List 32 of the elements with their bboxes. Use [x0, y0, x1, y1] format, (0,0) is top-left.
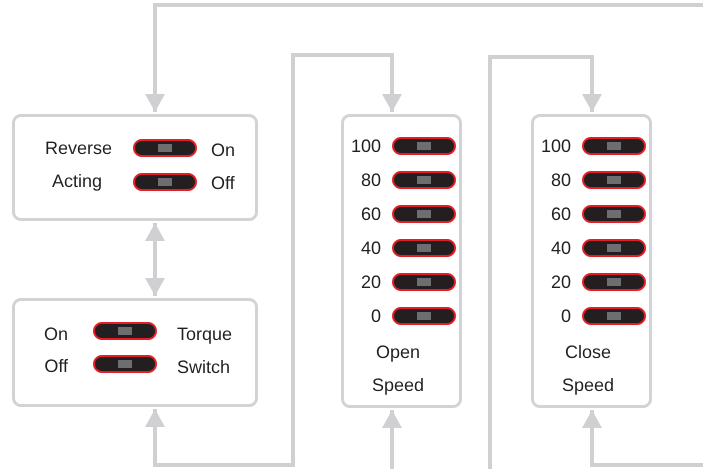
arrow — [145, 53, 402, 467]
switch-label: 20 — [360, 272, 381, 292]
switch-label: Off — [211, 173, 235, 193]
setting-title: Close Speed — [560, 341, 616, 397]
arrow — [382, 410, 402, 469]
arrow — [145, 3, 703, 112]
switch-label: 40 — [550, 238, 571, 258]
arrow — [582, 410, 703, 467]
switch-label: 60 — [550, 204, 571, 224]
arrow — [488, 55, 602, 469]
switch-label: 100 — [350, 136, 381, 156]
switch-label: On — [211, 140, 236, 160]
switch-label: 80 — [360, 170, 381, 190]
switch-label: Off — [44, 356, 68, 376]
switch-panel — [341, 114, 462, 408]
switch-label: 40 — [360, 238, 381, 258]
switch-label: 100 — [540, 136, 571, 156]
switch-panel — [12, 298, 258, 407]
switch-label: Torque — [177, 324, 232, 344]
switch-label: 20 — [550, 272, 571, 292]
switch-label: 0 — [560, 306, 571, 326]
switch-panel — [531, 114, 652, 408]
switch-label: Acting — [52, 171, 102, 191]
switch-label: 0 — [370, 306, 381, 326]
switch-label: Reverse — [44, 138, 112, 158]
arrow — [145, 223, 165, 296]
setting-title: Open Speed — [370, 341, 426, 397]
switch-label: 80 — [550, 170, 571, 190]
switch-label: Switch — [177, 357, 230, 377]
switch-panel — [12, 114, 258, 221]
switch-label: 60 — [360, 204, 381, 224]
switch-label: On — [44, 324, 68, 344]
